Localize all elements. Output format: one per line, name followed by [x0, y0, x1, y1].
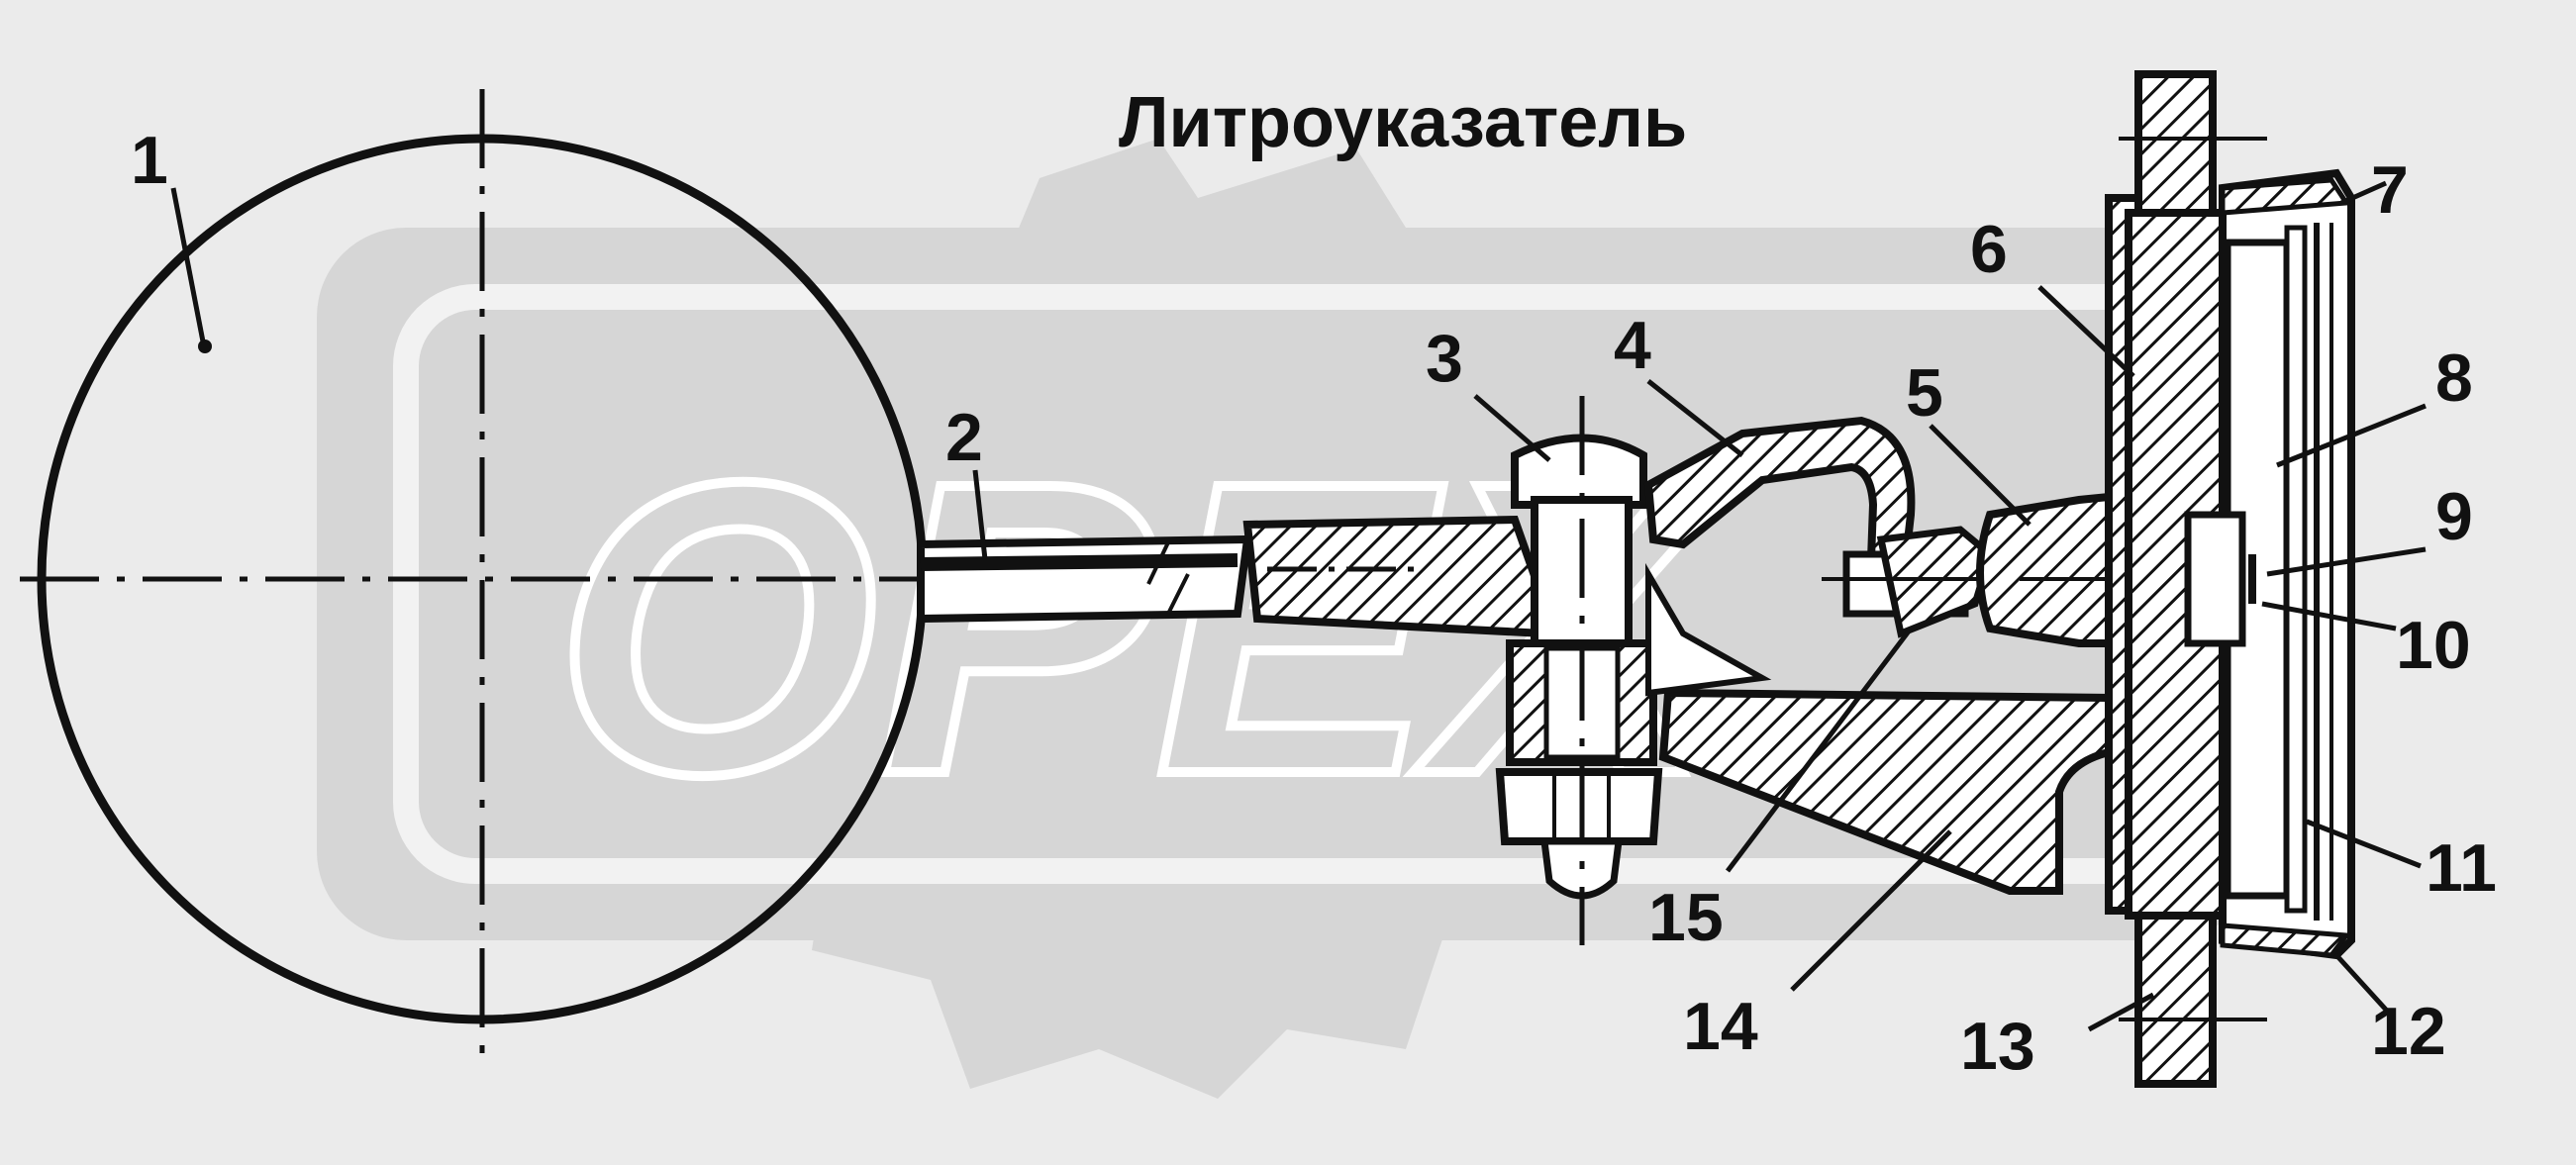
- leader-10: [2261, 601, 2397, 631]
- leader-6: [2037, 285, 2135, 378]
- leader-3: [1473, 394, 1551, 462]
- callout-12: 12: [2371, 994, 2446, 1069]
- callout-3: 3: [1426, 321, 1463, 396]
- callout-5: 5: [1906, 355, 1943, 431]
- callout-13: 13: [1960, 1009, 2035, 1084]
- callout-4: 4: [1614, 308, 1651, 383]
- leader-11: [2306, 819, 2422, 869]
- callout-8: 8: [2435, 340, 2473, 416]
- callout-2: 2: [945, 400, 983, 475]
- leader-2: [972, 469, 988, 560]
- bolt-assembly: [1495, 396, 1663, 945]
- leader-8: [2276, 403, 2427, 468]
- magnet-holder: [1822, 526, 2020, 638]
- rod-holder: [1242, 515, 1548, 638]
- callout-6: 6: [1970, 212, 2008, 287]
- leader-15: [1726, 627, 1913, 873]
- callout-11: 11: [2426, 830, 2497, 906]
- leader-4: [1646, 379, 1744, 457]
- leader-13: [2087, 992, 2155, 1032]
- leader-9: [2266, 546, 2427, 577]
- float-rod: [917, 534, 1252, 624]
- leader-12: [2334, 953, 2388, 1012]
- callout-labels: 1 2 3 4 5 6 7 8 9 10 11 12 13 14 15: [131, 123, 2497, 1084]
- housing-body: [1645, 490, 2198, 895]
- leader-1: [170, 187, 206, 342]
- leader-7: [2339, 180, 2388, 206]
- dial-assembly: [2184, 223, 2333, 921]
- callout-10: 10: [2396, 608, 2471, 683]
- leader-5: [1929, 424, 2031, 527]
- leader-14: [1790, 829, 1952, 992]
- callout-15: 15: [1648, 880, 1724, 955]
- diagram-title: Литроуказатель: [1119, 83, 1687, 162]
- callout-7: 7: [2371, 152, 2409, 228]
- leader-lines: [170, 180, 2427, 1032]
- flange-plate: [2105, 70, 2267, 1088]
- callout-14: 14: [1683, 989, 1758, 1064]
- callout-9: 9: [2435, 479, 2473, 554]
- callout-1: 1: [131, 123, 168, 198]
